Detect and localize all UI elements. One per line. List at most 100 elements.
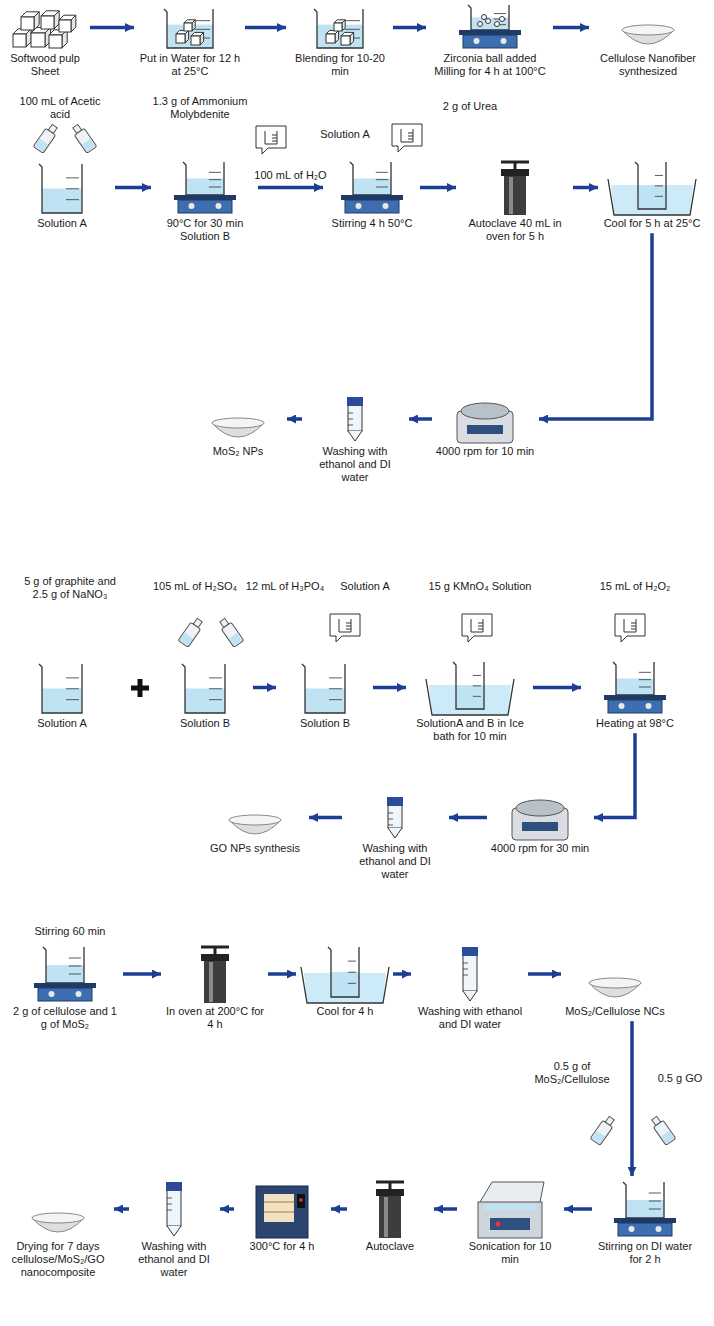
flow-arrow [115, 186, 151, 190]
step-icon [585, 660, 685, 715]
drawing-part [264, 1194, 294, 1222]
reagent-label: Solution A [333, 580, 397, 593]
process-step: SolutionA and B in Ice bath for 10 min [410, 660, 530, 743]
drawing-part [348, 425, 353, 426]
reagent-label: 100 mL of Acetic acid [10, 95, 110, 121]
drawing-part [649, 1209, 661, 1210]
reagent-bottle [590, 1115, 616, 1146]
step-icon [410, 660, 530, 715]
drawing-part [501, 169, 529, 176]
step-icon [350, 1180, 430, 1238]
drawing-part [176, 34, 185, 43]
process-step: Zirconia ball added Milling for 4 h at 1… [430, 5, 550, 78]
drawing-part [495, 22, 500, 27]
drawing-part [456, 686, 484, 710]
drawing-part [496, 1222, 501, 1227]
drawing-part [49, 991, 55, 997]
drawing-part [484, 1204, 536, 1210]
drawing-part [183, 162, 224, 195]
process-step: 4000 rpm for 10 min [435, 395, 535, 458]
solution-bubble [256, 126, 286, 154]
drawing-part [473, 685, 481, 686]
step-icon [435, 395, 535, 443]
step-icon [415, 945, 525, 1003]
drawing-part [474, 38, 480, 44]
drawing-part [463, 955, 477, 991]
step-caption: Washing with ethanol and DI water [132, 1238, 216, 1280]
drawing-part [611, 185, 693, 215]
process-step: Washing with ethanol and DI water [415, 945, 525, 1031]
drawing-part [348, 419, 353, 420]
step-caption: Autoclave 40 mL in oven for 5 h [460, 215, 570, 243]
flow-arrow [373, 686, 406, 690]
process-step: Cellulose Nanofiber synthesized [593, 5, 703, 78]
drawing-part [463, 35, 517, 48]
drawing-part [655, 175, 663, 176]
drawing-part [619, 703, 625, 709]
step-icon [327, 160, 417, 215]
step-icon [602, 160, 702, 215]
drawing-part [639, 679, 651, 680]
drawing-part [453, 662, 484, 709]
drawing-part [459, 30, 521, 35]
drawing-part [626, 1200, 664, 1218]
drawing-part [623, 1182, 664, 1218]
edge-label: 100 mL of H₂O [252, 169, 328, 182]
step-icon [460, 160, 570, 215]
process-step: Solution A [12, 160, 112, 230]
flow-arrow [123, 972, 161, 976]
drawing-part [209, 179, 221, 180]
step-caption: Washing with ethanol and DI water [305, 443, 405, 485]
step-caption: Solution B [280, 715, 370, 730]
drawing-part [608, 700, 662, 713]
flow-arrow [393, 972, 411, 976]
drawing-part [376, 187, 388, 188]
drawing-part [490, 1218, 530, 1230]
drawing-part [189, 203, 195, 209]
step-icon [6, 1180, 110, 1238]
drawing-part [42, 189, 82, 214]
drawing-part [200, 32, 204, 45]
step-icon [165, 945, 265, 1003]
drawing-part [331, 972, 359, 997]
drawing-part [264, 1212, 294, 1213]
drawing-part [195, 29, 210, 30]
drawing-part [348, 405, 362, 431]
drawing-part [463, 975, 468, 976]
drawing-part [501, 38, 507, 44]
step-icon [10, 945, 120, 1003]
flow-arrow [528, 972, 561, 976]
step-icon [132, 1180, 216, 1238]
step-icon [155, 160, 255, 215]
drawing-part [345, 29, 360, 30]
flow-arrow [594, 733, 635, 817]
drawing-part [326, 34, 335, 43]
drawing-part [376, 1189, 404, 1196]
process-step: Softwood pulp Sheet [3, 5, 87, 78]
drawing-part [304, 973, 386, 1003]
process-step: Washing with ethanol and DI water [345, 795, 445, 882]
drawing-part [191, 36, 200, 45]
reagent-label: Stirring 60 min [20, 925, 120, 938]
drawing-part [185, 30, 189, 43]
step-caption: Drying for 7 days cellulose/MoS₂/GO nano… [6, 1238, 110, 1280]
flow-arrow [630, 1021, 634, 1176]
drawing-part [186, 179, 224, 196]
step-caption: Heating at 98°C [585, 715, 685, 730]
process-step: Cool for 4 h [300, 945, 390, 1018]
drawing-part [66, 177, 79, 178]
process-step: Washing with ethanol and DI water [132, 1180, 216, 1280]
drawing-part [69, 958, 81, 959]
drawing-part [209, 688, 222, 689]
drawing-part [31, 33, 45, 47]
flow-arrow [268, 972, 296, 976]
drawing-part [463, 991, 477, 1001]
drawing-part [329, 699, 342, 700]
step-caption: Cool for 5 h at 25°C [602, 215, 702, 230]
step-icon [290, 5, 390, 50]
drawing-part [66, 188, 79, 189]
drawing-part [297, 1194, 305, 1208]
step-caption: Sonication for 10 min [460, 1238, 560, 1266]
drawing-part [302, 664, 345, 713]
